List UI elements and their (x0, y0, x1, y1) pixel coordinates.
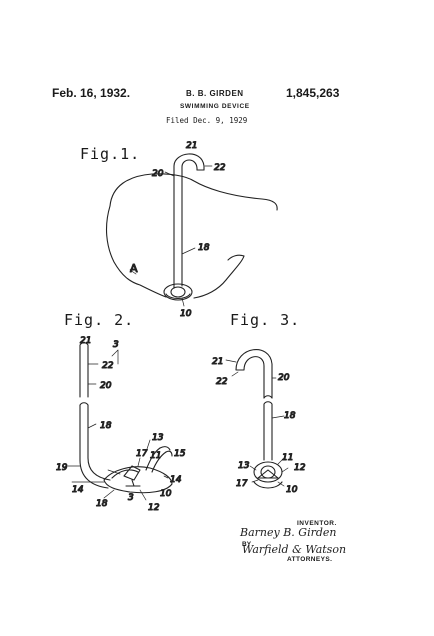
fig1-drawing (105, 153, 278, 307)
attorney-signature: Warfield & Watson (242, 543, 347, 556)
fig3-ref-11: 11 (282, 453, 293, 463)
fig1-tube (173, 177, 183, 289)
patent-title: SWIMMING DEVICE (180, 103, 250, 110)
fig1-ref-A: A (130, 262, 138, 275)
fig2-ref-14-right: 14 (170, 475, 182, 485)
fig2-lower-tube (79, 404, 111, 489)
fig2-ref-18: 18 (100, 421, 112, 431)
head-outline (109, 173, 278, 211)
face-profile (105, 205, 245, 299)
fig1-ref-10: 10 (180, 309, 192, 319)
fig2-drawing (67, 342, 173, 501)
fig3-label: Fig. 3. (230, 311, 301, 329)
fig2-ref-10: 10 (160, 489, 172, 499)
fig3-ref-18: 18 (284, 411, 296, 421)
fig2-ref-19: 19 (56, 463, 68, 473)
filed-date: Filed Dec. 9, 1929 (166, 116, 248, 125)
fig3-tube (263, 401, 273, 461)
fig2-ref-15: 15 (174, 449, 186, 459)
fig2-ref-21: 21 (80, 336, 91, 346)
fig1-ref-21: 21 (186, 141, 197, 151)
fig1-ref-20: 20 (152, 169, 164, 179)
fig1-mouthpiece (163, 283, 193, 301)
fig2-ref-20: 20 (100, 381, 112, 391)
fig2-ref-3: 3 (113, 340, 119, 350)
fig3-ref-22: 22 (216, 377, 228, 387)
fig3-ref-21: 21 (212, 357, 223, 367)
fig3-ref-20: 20 (278, 373, 290, 383)
fig2-ref-22: 22 (102, 361, 114, 371)
fig3-ref-13: 13 (238, 461, 250, 471)
fig1-label: Fig.1. (80, 145, 141, 163)
patent-date: Feb. 16, 1932. (52, 86, 131, 100)
fig2-upper-tube (79, 342, 89, 398)
fig1-hook (173, 153, 205, 179)
fig3-hook (235, 349, 273, 399)
patent-number: 1,845,263 (286, 86, 340, 100)
fig2-ref-14-left: 14 (72, 485, 84, 495)
fig2-ref-13: 13 (152, 433, 164, 443)
fig1-ref-22: 22 (214, 163, 226, 173)
fig3-drawing (225, 349, 289, 489)
inventor-name: B. B. GIRDEN (186, 89, 244, 98)
fig2-ref-18-lower: 18 (96, 499, 108, 509)
fig3-ref-12: 12 (294, 463, 306, 473)
fig2-ref-3-lower: 3 (128, 493, 134, 503)
fig3-mouthpiece (253, 461, 283, 483)
fig3-ref-17: 17 (236, 479, 248, 489)
fig3-ref-10: 10 (286, 485, 298, 495)
by-label: BY (242, 541, 252, 548)
fig2-ref-17: 17 (136, 449, 148, 459)
fig2-label: Fig. 2. (64, 311, 135, 329)
fig2-ref-11: 11 (150, 451, 161, 461)
fig2-ref-12: 12 (148, 503, 160, 513)
inventor-signature: Barney B. Girden (240, 526, 337, 539)
inventor-label: INVENTOR. (297, 520, 337, 527)
fig1-ref-18: 18 (198, 243, 210, 253)
attorneys-label: ATTORNEYS. (287, 556, 333, 563)
